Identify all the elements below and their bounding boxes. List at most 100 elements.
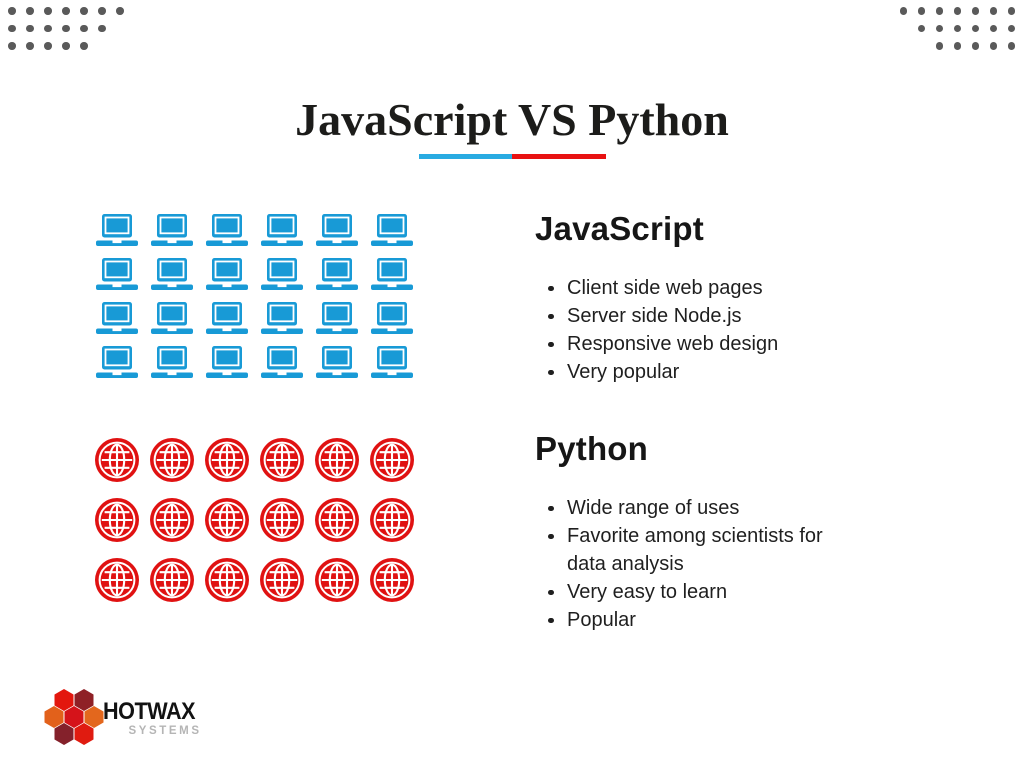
dot [116, 7, 124, 15]
list-item: Client side web pages [535, 274, 855, 302]
list-item: Very easy to learn [535, 578, 855, 606]
corner-dots-top-left [8, 7, 124, 60]
underline-blue-segment [418, 154, 512, 160]
dot [1007, 24, 1015, 32]
javascript-laptop-icon-grid [96, 214, 413, 384]
laptop-icon [261, 214, 303, 252]
dot [971, 42, 979, 50]
globe-icon [150, 498, 194, 547]
dot [26, 42, 34, 50]
dot [935, 7, 943, 15]
globe-icon [370, 558, 414, 607]
globe-icon [260, 438, 304, 487]
hexagon-cluster-icon [44, 689, 104, 745]
laptop-icon [96, 214, 138, 252]
dot [80, 42, 88, 50]
dot [98, 24, 106, 32]
slide-title: JavaScript VS Python [295, 94, 729, 145]
laptop-icon [261, 258, 303, 296]
laptop-icon [96, 302, 138, 340]
dot [971, 24, 979, 32]
javascript-section: JavaScript Client side web pages Server … [535, 210, 955, 386]
dot [917, 24, 925, 32]
dot [953, 24, 961, 32]
dot [62, 24, 70, 32]
underline-red-segment [512, 154, 606, 160]
dot [44, 42, 52, 50]
list-item: Very popular [535, 358, 855, 386]
globe-icon [315, 558, 359, 607]
javascript-heading: JavaScript [535, 210, 704, 247]
dot [44, 24, 52, 32]
globe-icon [315, 498, 359, 547]
list-item: Server side Node.js [535, 302, 855, 330]
dot [989, 24, 997, 32]
laptop-icon [96, 258, 138, 296]
globe-icon [95, 438, 139, 487]
logo-text-block: HOTWAX SYSTEMS [103, 698, 202, 738]
globe-icon [95, 498, 139, 547]
dot [935, 42, 943, 50]
laptop-icon [151, 302, 193, 340]
dot [989, 42, 997, 50]
globe-icon [205, 558, 249, 607]
dot [971, 7, 979, 15]
dot [26, 24, 34, 32]
dot [953, 7, 961, 15]
laptop-icon [316, 214, 358, 252]
python-bullet-list: Wide range of uses Favorite among scient… [535, 494, 855, 634]
javascript-bullet-list: Client side web pages Server side Node.j… [535, 274, 855, 386]
globe-icon [205, 498, 249, 547]
laptop-icon [316, 258, 358, 296]
globe-icon [370, 438, 414, 487]
laptop-icon [371, 302, 413, 340]
laptop-icon [371, 214, 413, 252]
dot [44, 7, 52, 15]
list-item: Wide range of uses [535, 494, 855, 522]
laptop-icon [151, 214, 193, 252]
globe-icon [205, 438, 249, 487]
laptop-icon [96, 346, 138, 384]
laptop-icon [206, 258, 248, 296]
dot [80, 24, 88, 32]
hotwax-logo: HOTWAX SYSTEMS [42, 684, 222, 750]
dot [8, 42, 16, 50]
globe-icon [150, 558, 194, 607]
corner-dots-top-right [899, 7, 1015, 60]
logo-subtext: SYSTEMS [128, 725, 202, 737]
laptop-icon [206, 214, 248, 252]
title-block: JavaScript VS Python [0, 92, 1024, 160]
list-item: Favorite among scientists for data analy… [535, 522, 855, 578]
dot [989, 7, 997, 15]
globe-icon [260, 558, 304, 607]
python-section: Python Wide range of uses Favorite among… [535, 430, 955, 634]
globe-icon [315, 438, 359, 487]
dot [62, 7, 70, 15]
dot [917, 7, 925, 15]
globe-icon [370, 498, 414, 547]
globe-icon [260, 498, 304, 547]
laptop-icon [261, 302, 303, 340]
dot [62, 42, 70, 50]
dot [935, 24, 943, 32]
dot [98, 7, 106, 15]
dot [26, 7, 34, 15]
list-item: Responsive web design [535, 330, 855, 358]
logo-name: HOTWAX [103, 698, 196, 725]
dot [899, 7, 907, 15]
dot [953, 42, 961, 50]
dot [8, 24, 16, 32]
laptop-icon [261, 346, 303, 384]
laptop-icon [151, 258, 193, 296]
dot [80, 7, 88, 15]
laptop-icon [316, 302, 358, 340]
laptop-icon [206, 346, 248, 384]
dot [1007, 42, 1015, 50]
laptop-icon [206, 302, 248, 340]
dot [8, 7, 16, 15]
globe-icon [95, 558, 139, 607]
laptop-icon [371, 346, 413, 384]
laptop-icon [316, 346, 358, 384]
dot [1007, 7, 1015, 15]
